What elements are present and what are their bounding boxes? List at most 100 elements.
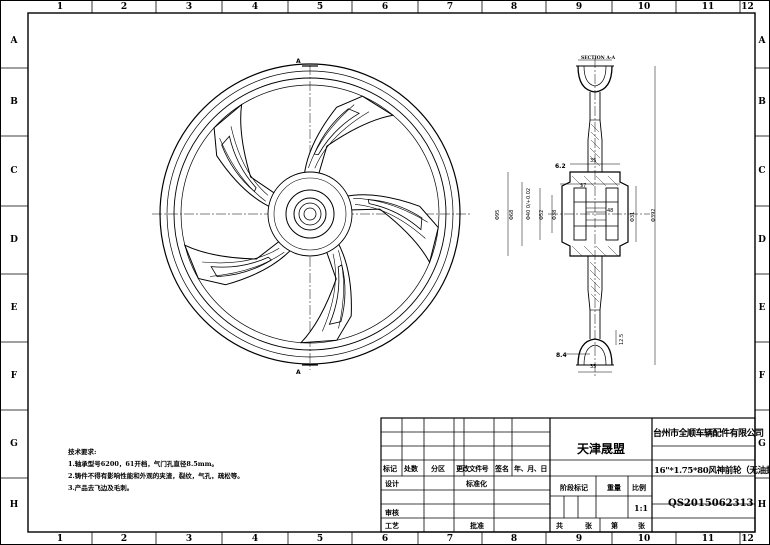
- technical-notes: 技术要求: 1.轴承型号6200，61开档，气门孔直径8.5mm。 2.铸件不得…: [68, 446, 244, 494]
- zone-col-4-top: 4: [251, 2, 259, 12]
- rev-header-count: 处数: [404, 464, 418, 473]
- rev-header-zone: 分区: [431, 464, 445, 473]
- notes-title: 技术要求:: [68, 448, 97, 456]
- right-bearing: [605, 187, 619, 241]
- zone-row-D-right: D: [758, 235, 766, 245]
- rev-header-mark: 标记: [383, 464, 397, 473]
- axle-bore-circle: [303, 207, 317, 221]
- drawing-number: QS2015062313: [668, 498, 754, 509]
- spoke-slot-4: [210, 256, 273, 278]
- note-1: 1.轴承型号6200，61开档，气门孔直径8.5mm。: [68, 460, 218, 468]
- spoke-slot-1: [313, 108, 360, 156]
- zone-col-8-bottom: 8: [510, 534, 518, 544]
- spoke-2: [343, 194, 439, 264]
- wheel-front-view: [152, 63, 470, 370]
- customer-name: 天津晟盟: [577, 442, 626, 456]
- zone-row-E-right: E: [758, 303, 766, 313]
- zone-row-F-left: F: [10, 371, 18, 381]
- total-label: 共: [556, 521, 563, 530]
- rim-profile-bottom: [577, 338, 613, 366]
- stage-mark-label: 阶段标记: [560, 483, 588, 492]
- rev-header-sign: 签名: [495, 464, 509, 473]
- standardize-label: 标准化: [466, 479, 487, 488]
- weight-label: 重量: [607, 483, 621, 492]
- rim-outer-circle: [159, 63, 461, 365]
- zone-col-9-bottom: 9: [575, 534, 583, 544]
- scale-value: 1:1: [634, 503, 649, 513]
- dim-6-2: 6.2: [555, 163, 566, 170]
- zone-row-H-right: H: [757, 500, 767, 510]
- dim-8-4: 8.4: [556, 352, 567, 359]
- dim-95: Φ95: [495, 209, 501, 220]
- dim-392: Φ392: [651, 208, 657, 222]
- rev-header-doc: 更改文件号: [456, 464, 489, 473]
- process-label: 工艺: [385, 521, 399, 530]
- zone-row-H-left: H: [9, 500, 19, 510]
- section-a-a-view: [507, 58, 656, 376]
- dim-68: Φ68: [509, 209, 515, 220]
- zone-col-7-bottom: 7: [446, 534, 454, 544]
- rim-inner-circle: [180, 84, 440, 344]
- dim-31: Φ31: [630, 211, 636, 222]
- zone-col-1-bottom: 1: [56, 534, 64, 544]
- zone-col-12-bottom: 12: [741, 534, 754, 544]
- zone-col-3-top: 3: [185, 2, 193, 12]
- spoke-slot-2: [367, 199, 423, 231]
- zone-col-11-bottom: 11: [701, 534, 715, 544]
- zone-row-G-right: G: [758, 439, 766, 449]
- left-bearing: [573, 187, 587, 241]
- sheet-unit-label: 张: [638, 521, 645, 530]
- rim-circle-3: [173, 77, 447, 351]
- dim-48: 48: [607, 208, 614, 214]
- dim-40: Φ40 0/+0.02: [526, 187, 532, 220]
- hub-outer-circle: [267, 171, 353, 257]
- note-2: 2.铸件不得有影响性能和外观的夹渣，裂纹，气孔，疏松等。: [68, 472, 244, 480]
- note-3: 3.产品去飞边及毛刺。: [68, 484, 134, 492]
- zone-col-4-bottom: 4: [251, 534, 259, 544]
- zone-row-E-left: E: [10, 303, 18, 313]
- spoke-1: [303, 95, 395, 178]
- dim-38: Φ38: [552, 209, 558, 220]
- hub-outline: [561, 171, 629, 257]
- dim-12-5: 12.5: [619, 333, 625, 345]
- zone-col-6-top: 6: [381, 2, 389, 12]
- zone-row-C-right: C: [758, 166, 766, 176]
- zone-col-2-bottom: 2: [120, 534, 128, 544]
- design-label: 设计: [385, 479, 399, 488]
- title-block-grid: [380, 417, 756, 533]
- rim-profile-top: [577, 65, 613, 93]
- zone-row-C-left: C: [10, 166, 18, 176]
- zone-row-G-left: G: [10, 439, 18, 449]
- company-name: 台州市全顺车辆配件有限公司: [653, 429, 764, 439]
- hub-flange-circle: [285, 189, 335, 239]
- zone-col-9-top: 9: [575, 2, 583, 12]
- zone-row-F-right: F: [758, 371, 766, 381]
- spoke-group: [183, 95, 439, 344]
- zone-row-D-left: D: [10, 235, 18, 245]
- zone-col-3-bottom: 3: [185, 534, 193, 544]
- cut-marker-top: A: [296, 58, 301, 65]
- zone-col-2-top: 2: [120, 2, 128, 12]
- zone-row-A-left: A: [10, 35, 18, 46]
- zone-col-6-bottom: 6: [381, 534, 389, 544]
- sheet-no-label: 第: [611, 521, 618, 530]
- zone-col-8-top: 8: [510, 2, 518, 12]
- zone-col-10-bottom: 10: [637, 534, 651, 544]
- approve-label: 批准: [470, 521, 484, 530]
- cut-marker-bottom: A: [296, 369, 301, 376]
- spoke-slot-3: [328, 264, 346, 325]
- zone-row-A-right: A: [758, 35, 766, 46]
- rev-header-date: 年、月、日: [514, 464, 547, 473]
- zone-col-11-top: 11: [701, 2, 715, 12]
- dim-35-bottom: 35: [590, 364, 597, 370]
- part-name: 16"*1.75*80风神前轮（无油封）: [654, 466, 770, 476]
- hub-circle-2: [273, 177, 347, 251]
- section-title: SECTION A-A: [581, 56, 616, 61]
- bearing-outer-circle: [293, 197, 327, 231]
- zone-row-B-left: B: [10, 97, 18, 107]
- zone-col-10-top: 10: [637, 2, 651, 12]
- dim-35-top: 35: [590, 158, 597, 164]
- dim-37: 37: [580, 183, 587, 189]
